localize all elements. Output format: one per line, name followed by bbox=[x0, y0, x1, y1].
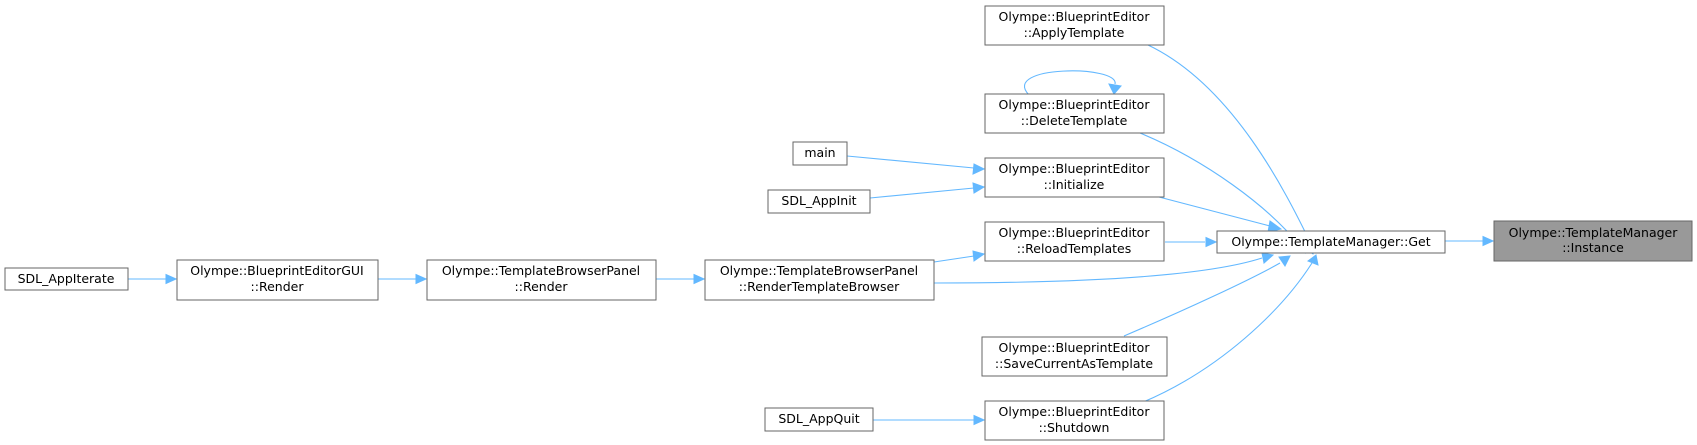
node-label-line: SDL_AppInit bbox=[781, 193, 856, 208]
node-blueprint-editor-reload-templates[interactable]: Olympe::BlueprintEditor ::ReloadTemplate… bbox=[984, 221, 1165, 262]
node-template-browser-panel-render-template-browser[interactable]: Olympe::TemplateBrowserPanel ::RenderTem… bbox=[704, 259, 935, 301]
node-label-line: ::ApplyTemplate bbox=[1024, 25, 1125, 40]
node-sdl-app-init[interactable]: SDL_AppInit bbox=[767, 189, 871, 214]
node-label-line: Olympe::TemplateManager bbox=[1509, 225, 1679, 240]
node-label-line: ::DeleteTemplate bbox=[1021, 113, 1128, 128]
node-label-line: ::Render bbox=[251, 279, 305, 294]
node-label-line: ::Render bbox=[515, 279, 569, 294]
edge-main-to-initialize bbox=[846, 155, 986, 175]
node-template-browser-panel-render[interactable]: Olympe::TemplateBrowserPanel ::Render bbox=[426, 259, 657, 301]
node-label-line: Olympe::BlueprintEditor bbox=[999, 9, 1151, 24]
node-blueprint-editor-save-current-as-template[interactable]: Olympe::BlueprintEditor ::SaveCurrentAsT… bbox=[981, 336, 1168, 377]
edge-guirender-to-tbprender bbox=[378, 273, 428, 285]
node-blueprint-editor-delete-template[interactable]: Olympe::BlueprintEditor ::DeleteTemplate bbox=[984, 93, 1165, 134]
edge-shutdown-to-get bbox=[1140, 254, 1319, 404]
node-main[interactable]: main bbox=[792, 141, 848, 166]
node-label-line: Olympe::TemplateBrowserPanel bbox=[442, 263, 640, 278]
node-label-line: Olympe::BlueprintEditor bbox=[999, 97, 1151, 112]
node-blueprint-editor-initialize[interactable]: Olympe::BlueprintEditor ::Initialize bbox=[984, 157, 1165, 198]
node-label-line: ::SaveCurrentAsTemplate bbox=[995, 356, 1153, 371]
node-label-line: ::ReloadTemplates bbox=[1017, 241, 1132, 256]
edge-initialize-to-get bbox=[1158, 196, 1283, 233]
node-label-line: Olympe::BlueprintEditorGUI bbox=[190, 263, 363, 278]
node-label-line: Olympe::BlueprintEditor bbox=[999, 340, 1151, 355]
node-label-line: ::RenderTemplateBrowser bbox=[739, 279, 900, 294]
edge-reload-to-get bbox=[1165, 236, 1218, 248]
node-blueprint-editor-gui-render[interactable]: Olympe::BlueprintEditorGUI ::Render bbox=[176, 259, 379, 301]
edge-save-to-get bbox=[1123, 255, 1291, 337]
node-sdl-app-quit[interactable]: SDL_AppQuit bbox=[764, 407, 874, 432]
node-label-line: Olympe::BlueprintEditor bbox=[999, 404, 1151, 419]
node-label-line: SDL_AppIterate bbox=[18, 271, 115, 286]
node-label-line: ::Shutdown bbox=[1039, 420, 1110, 435]
edge-appiterate-to-guirender bbox=[128, 273, 178, 285]
node-label-line: ::Initialize bbox=[1044, 177, 1105, 192]
edge-appinit-to-initialize bbox=[869, 182, 986, 199]
node-sdl-app-iterate[interactable]: SDL_AppIterate bbox=[4, 267, 129, 291]
edge-delete-self-loop bbox=[1024, 70, 1122, 96]
edges bbox=[128, 44, 1495, 426]
node-label-line: ::Instance bbox=[1562, 240, 1624, 255]
edge-appquit-to-shutdown bbox=[873, 414, 986, 426]
nodes: Olympe::TemplateManager ::Instance Olymp… bbox=[4, 5, 1693, 441]
node-label-line: main bbox=[804, 145, 835, 160]
node-label-line: Olympe::BlueprintEditor bbox=[999, 225, 1151, 240]
node-label-line: Olympe::TemplateBrowserPanel bbox=[720, 263, 918, 278]
edge-tbprender-to-rtb bbox=[656, 273, 706, 285]
node-blueprint-editor-apply-template[interactable]: Olympe::BlueprintEditor ::ApplyTemplate bbox=[984, 5, 1165, 46]
edge-rtb-to-get bbox=[933, 252, 1275, 284]
edge-rtb-to-reload bbox=[933, 250, 986, 263]
node-label-line: Olympe::BlueprintEditor bbox=[999, 161, 1151, 176]
node-template-manager-instance[interactable]: Olympe::TemplateManager ::Instance bbox=[1493, 220, 1693, 262]
node-label-line: SDL_AppQuit bbox=[778, 411, 859, 426]
node-label-line: Olympe::TemplateManager::Get bbox=[1231, 234, 1430, 249]
edge-apply-to-get bbox=[1147, 44, 1318, 255]
node-template-manager-get[interactable]: Olympe::TemplateManager::Get bbox=[1216, 230, 1446, 254]
edge-get-to-instance bbox=[1445, 235, 1495, 247]
node-blueprint-editor-shutdown[interactable]: Olympe::BlueprintEditor ::Shutdown bbox=[984, 400, 1165, 441]
